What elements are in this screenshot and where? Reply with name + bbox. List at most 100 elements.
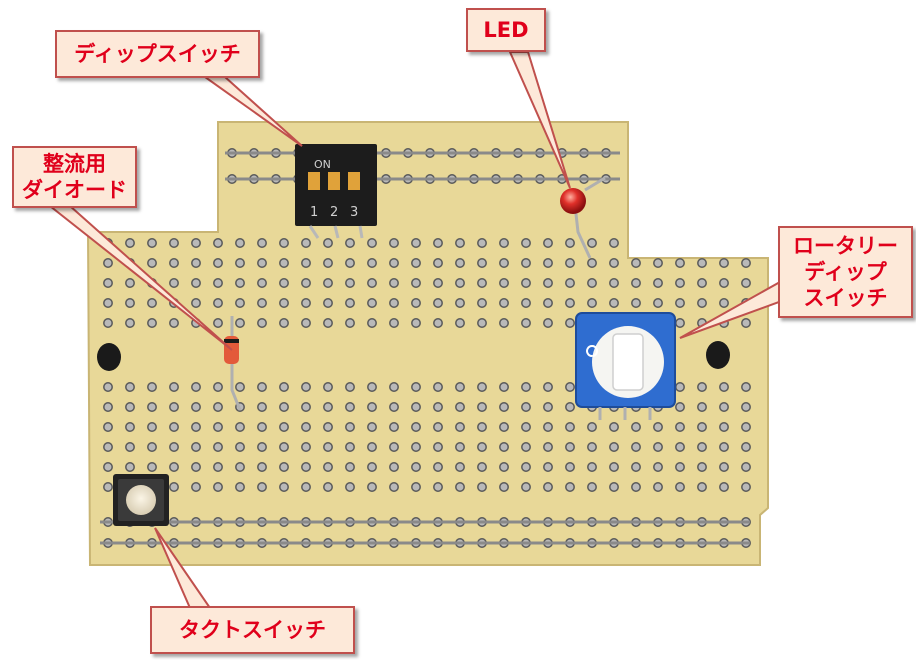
- board-hole: [521, 278, 531, 288]
- board-hole: [697, 382, 707, 392]
- board-hole: [345, 462, 355, 472]
- board-hole: [543, 462, 553, 472]
- board-hole: [103, 298, 113, 308]
- board-hole: [191, 298, 201, 308]
- board-hole: [257, 402, 267, 412]
- board-hole: [587, 258, 597, 268]
- board-hole: [367, 382, 377, 392]
- label-rotary-line3: スイッチ: [803, 286, 888, 310]
- board-hole: [125, 422, 135, 432]
- board-hole: [565, 278, 575, 288]
- board-hole: [257, 298, 267, 308]
- board-hole: [257, 238, 267, 248]
- label-dip-switch-text: ディップスイッチ: [74, 42, 241, 66]
- board-hole: [213, 238, 223, 248]
- board-hole: [323, 482, 333, 492]
- board-hole: [719, 482, 729, 492]
- label-tact-switch: タクトスイッチ: [150, 606, 355, 654]
- label-rotary-line2: ディップ: [804, 260, 887, 284]
- board-hole: [653, 278, 663, 288]
- board-hole: [719, 278, 729, 288]
- board-hole: [257, 258, 267, 268]
- board-hole: [675, 402, 685, 412]
- led: [560, 176, 606, 259]
- board-hole: [411, 482, 421, 492]
- board-hole: [147, 382, 157, 392]
- board-hole: [499, 382, 509, 392]
- board-hole: [609, 422, 619, 432]
- board-hole: [455, 462, 465, 472]
- board-hole: [455, 318, 465, 328]
- board-hole: [543, 298, 553, 308]
- board-hole: [565, 298, 575, 308]
- board-hole: [653, 482, 663, 492]
- board-hole: [411, 382, 421, 392]
- board-hole: [719, 442, 729, 452]
- board-hole: [565, 462, 575, 472]
- board-hole: [455, 382, 465, 392]
- board-hole: [323, 238, 333, 248]
- board-hole: [587, 298, 597, 308]
- board-hole: [433, 402, 443, 412]
- label-led: LED: [466, 8, 546, 52]
- board-hole: [565, 422, 575, 432]
- board-hole: [543, 382, 553, 392]
- board-hole: [169, 422, 179, 432]
- board-hole: [631, 278, 641, 288]
- board-hole: [477, 318, 487, 328]
- board-hole: [543, 482, 553, 492]
- board-hole: [719, 402, 729, 412]
- board-hole: [433, 318, 443, 328]
- board-hole: [433, 482, 443, 492]
- board-hole: [521, 298, 531, 308]
- board-hole: [675, 442, 685, 452]
- board-hole: [719, 422, 729, 432]
- board-hole: [411, 462, 421, 472]
- board-hole: [631, 462, 641, 472]
- board-hole: [389, 258, 399, 268]
- board-hole: [587, 238, 597, 248]
- board-hole: [433, 462, 443, 472]
- label-diode-line1: 整流用: [43, 152, 106, 176]
- board-hole: [609, 278, 619, 288]
- board-hole: [543, 258, 553, 268]
- board-hole: [345, 422, 355, 432]
- board-hole: [477, 462, 487, 472]
- board-hole: [191, 238, 201, 248]
- dip-number-2: 2: [330, 205, 338, 220]
- board-hole: [521, 238, 531, 248]
- board-hole: [609, 238, 619, 248]
- board-hole: [697, 258, 707, 268]
- board-hole: [301, 318, 311, 328]
- board-hole: [455, 422, 465, 432]
- board-hole: [609, 482, 619, 492]
- board-hole: [389, 422, 399, 432]
- board-hole: [499, 278, 509, 288]
- board-hole: [213, 462, 223, 472]
- board-hole: [675, 298, 685, 308]
- board-hole: [411, 442, 421, 452]
- board-hole: [389, 462, 399, 472]
- label-dip-switch: ディップスイッチ: [55, 30, 260, 78]
- board-hole: [741, 258, 751, 268]
- board-hole: [191, 442, 201, 452]
- board-hole: [213, 482, 223, 492]
- board-hole: [301, 278, 311, 288]
- board-hole: [279, 402, 289, 412]
- board-hole: [301, 422, 311, 432]
- board-hole: [147, 462, 157, 472]
- board-hole: [301, 258, 311, 268]
- board-hole: [433, 382, 443, 392]
- board-hole: [235, 422, 245, 432]
- board-hole: [653, 462, 663, 472]
- board-hole: [389, 238, 399, 248]
- board-hole: [675, 462, 685, 472]
- board-hole: [587, 278, 597, 288]
- board-hole: [565, 238, 575, 248]
- board-hole: [499, 402, 509, 412]
- board-hole: [345, 298, 355, 308]
- board-hole: [675, 258, 685, 268]
- board-hole: [301, 382, 311, 392]
- board-hole: [499, 442, 509, 452]
- board-hole: [301, 462, 311, 472]
